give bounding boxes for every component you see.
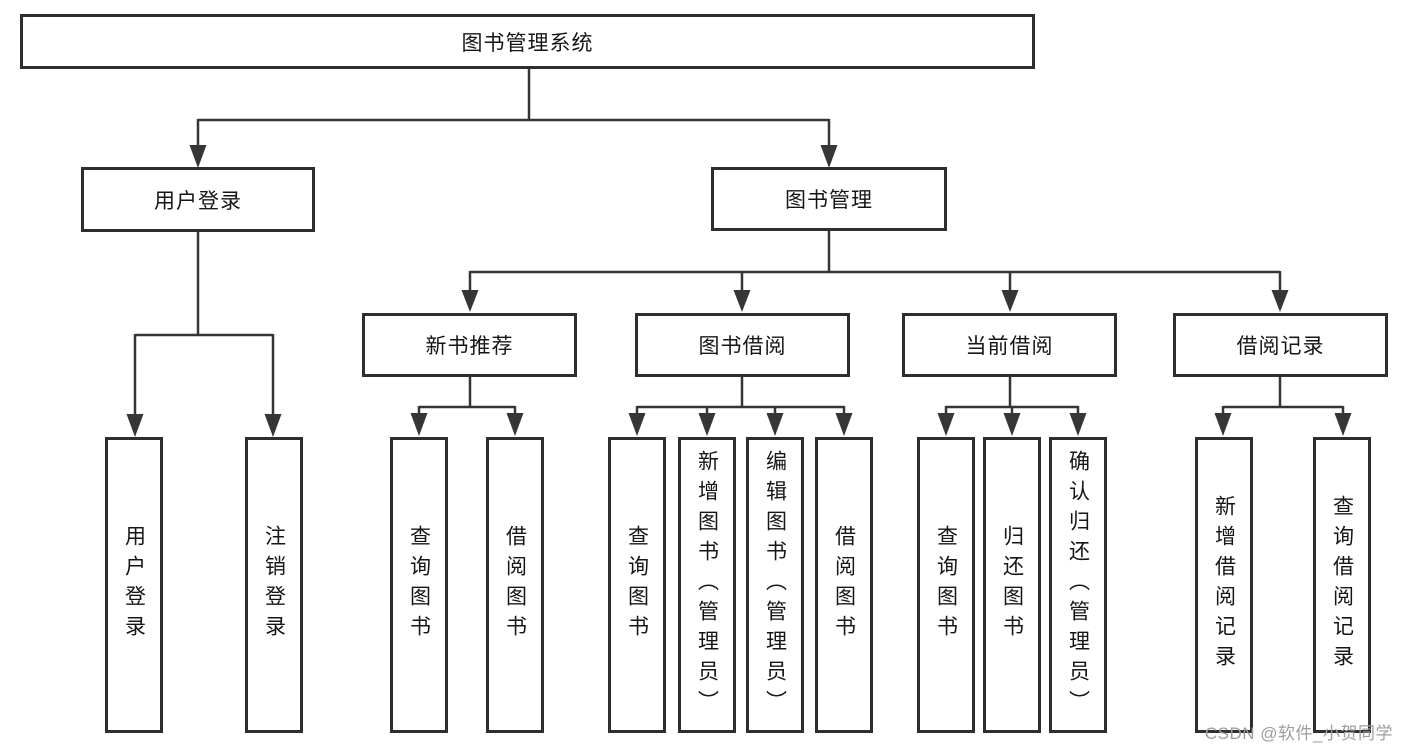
leaf-add-books-admin: 新增图书（管理员） bbox=[678, 437, 736, 733]
leaf-borrow-books-recommend: 借阅图书 bbox=[486, 437, 544, 733]
node-library-management-system: 图书管理系统 bbox=[20, 14, 1035, 69]
leaf-return-books: 归还图书 bbox=[983, 437, 1041, 733]
leaf-query-books-recommend: 查询图书 bbox=[390, 437, 448, 733]
node-label: 借阅记录 bbox=[1236, 335, 1325, 358]
leaf-query-books-current: 查询图书 bbox=[917, 437, 975, 733]
node-label: 当前借阅 bbox=[965, 335, 1054, 358]
connector-book-borrow-to-leaves bbox=[635, 377, 846, 414]
node-label: 确认归还（管理员） bbox=[1066, 450, 1090, 720]
connector-current-borrow-to-leaves bbox=[944, 377, 1080, 414]
node-label: 新书推荐 bbox=[425, 335, 514, 358]
arrowheads bbox=[126, 145, 1352, 437]
node-label: 新增图书（管理员） bbox=[695, 450, 719, 720]
node-new-book-recommend: 新书推荐 bbox=[362, 313, 577, 377]
connector-borrow-records-to-leaves bbox=[1221, 377, 1345, 414]
leaf-logout: 注销登录 bbox=[245, 437, 303, 733]
leaf-borrow-books: 借阅图书 bbox=[815, 437, 873, 733]
node-label: 图书借阅 bbox=[698, 335, 787, 358]
csdn-watermark: CSDN @软件_小贺同学 bbox=[1204, 724, 1393, 743]
node-label: 编辑图书（管理员） bbox=[763, 450, 787, 720]
node-label: 用户登录 bbox=[122, 525, 146, 645]
node-label: 归还图书 bbox=[1000, 525, 1024, 645]
leaf-user-login: 用户登录 bbox=[105, 437, 163, 733]
node-borrow-records: 借阅记录 bbox=[1173, 313, 1388, 377]
connector-book-management-to-level3 bbox=[468, 231, 1282, 291]
node-label: 图书管理系统 bbox=[461, 31, 594, 55]
node-label: 新增借阅记录 bbox=[1212, 495, 1236, 675]
node-label: 查询图书 bbox=[407, 525, 431, 645]
node-user-login: 用户登录 bbox=[81, 167, 315, 232]
leaf-query-books-borrow: 查询图书 bbox=[608, 437, 666, 733]
node-label: 注销登录 bbox=[262, 525, 286, 645]
connector-new-book-recommend-to-leaves bbox=[417, 377, 517, 414]
node-book-management: 图书管理 bbox=[711, 167, 947, 231]
node-label: 查询图书 bbox=[625, 525, 649, 645]
connector-root-to-level2 bbox=[196, 69, 831, 146]
node-book-borrow: 图书借阅 bbox=[635, 313, 850, 377]
node-label: 借阅图书 bbox=[832, 525, 856, 645]
node-current-borrow: 当前借阅 bbox=[902, 313, 1117, 377]
leaf-add-borrow-record: 新增借阅记录 bbox=[1195, 437, 1253, 733]
node-label: 查询图书 bbox=[934, 525, 958, 645]
leaf-edit-books-admin: 编辑图书（管理员） bbox=[746, 437, 804, 733]
node-label: 用户登录 bbox=[154, 189, 242, 213]
node-label: 借阅图书 bbox=[503, 525, 527, 645]
node-label: 查询借阅记录 bbox=[1330, 495, 1354, 675]
leaf-confirm-return-admin: 确认归还（管理员） bbox=[1049, 437, 1107, 733]
leaf-query-borrow-record: 查询借阅记录 bbox=[1313, 437, 1371, 733]
node-label: 图书管理 bbox=[785, 189, 873, 212]
connector-user-login-to-leaves bbox=[133, 232, 275, 415]
